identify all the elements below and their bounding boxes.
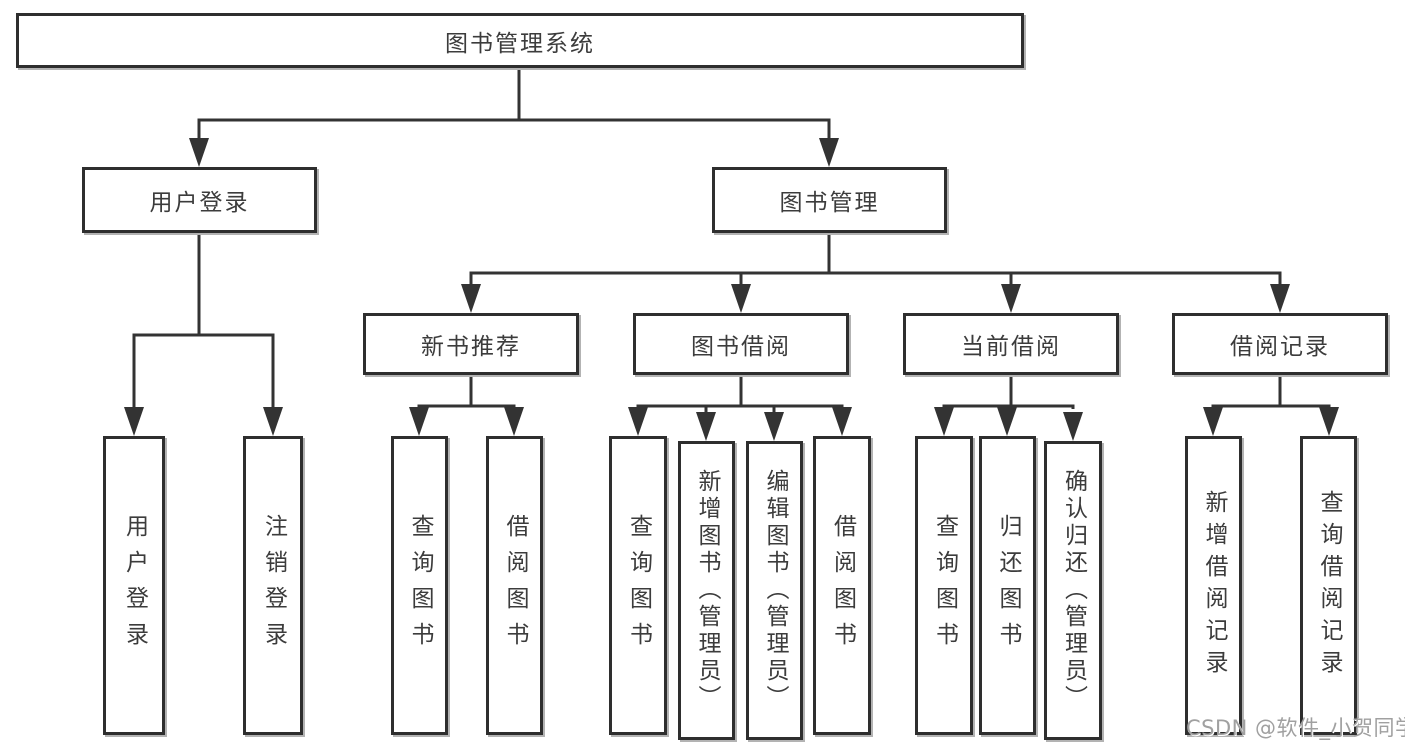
node-leaf-return-books: 归还图书 xyxy=(979,436,1036,735)
node-label: 用户登录 xyxy=(121,513,148,658)
arrow-down-icon xyxy=(696,412,716,441)
node-label: 查询图书 xyxy=(407,513,433,658)
node-library-system: 图书管理系统 xyxy=(16,13,1024,68)
connector-book-mgmt xyxy=(469,233,1282,285)
arrow-down-icon xyxy=(997,407,1017,436)
node-label: 用户登录 xyxy=(149,190,250,216)
connector-borrow xyxy=(636,375,844,413)
connector-new-rec xyxy=(417,375,516,409)
node-label: 确认归还（管理员） xyxy=(1060,469,1087,712)
arrow-down-icon xyxy=(1203,407,1223,436)
node-new-book-recommend: 新书推荐 xyxy=(363,313,579,375)
node-user-login-group: 用户登录 xyxy=(82,167,317,233)
arrow-down-icon xyxy=(504,407,524,436)
node-book-borrowing: 图书借阅 xyxy=(633,313,849,375)
node-leaf-add-borrow-record: 新增借阅记录 xyxy=(1185,436,1242,735)
node-leaf-query-books-borrowing: 查询图书 xyxy=(609,436,667,735)
arrow-down-icon xyxy=(461,284,481,313)
arrow-down-icon xyxy=(1319,407,1339,436)
node-current-borrowing: 当前借阅 xyxy=(903,313,1119,375)
node-leaf-add-books-admin: 新增图书（管理员） xyxy=(678,441,735,740)
arrow-down-icon xyxy=(1063,412,1083,441)
node-label: 图书管理系统 xyxy=(445,30,595,57)
connector-current xyxy=(942,375,1075,410)
arrow-down-icon xyxy=(409,407,429,436)
arrow-down-icon xyxy=(832,407,852,436)
node-label: 借阅记录 xyxy=(1230,334,1330,360)
arrow-down-icon xyxy=(263,407,283,436)
node-label: 归还图书 xyxy=(995,513,1021,658)
node-leaf-query-books-current: 查询图书 xyxy=(915,436,973,735)
node-label: 图书管理 xyxy=(779,190,880,216)
connector-user-login xyxy=(132,233,275,408)
node-label: 新书推荐 xyxy=(421,334,521,360)
arrow-down-icon xyxy=(731,284,751,313)
arrow-down-icon xyxy=(1270,284,1290,313)
csdn-watermark: CSDN @软件_小贺同学 xyxy=(1186,716,1405,740)
arrow-down-icon xyxy=(1001,284,1021,313)
node-label: 新增图书（管理员） xyxy=(694,469,720,712)
arrow-down-icon xyxy=(764,412,784,441)
arrow-down-icon xyxy=(819,138,839,167)
node-label: 查询借阅记录 xyxy=(1316,489,1342,682)
arrow-down-icon xyxy=(934,407,954,436)
arrow-down-icon xyxy=(189,138,209,167)
node-label: 查询图书 xyxy=(931,513,958,658)
node-leaf-query-books-newrec: 查询图书 xyxy=(391,436,448,735)
node-leaf-edit-books-admin: 编辑图书（管理员） xyxy=(746,441,803,740)
node-label: 图书借阅 xyxy=(691,334,791,360)
node-leaf-user-login: 用户登录 xyxy=(103,436,165,735)
node-borrow-records: 借阅记录 xyxy=(1172,313,1388,375)
node-label: 借阅图书 xyxy=(829,513,856,658)
arrow-down-icon xyxy=(124,407,144,436)
node-label: 注销登录 xyxy=(260,513,287,658)
node-label: 查询图书 xyxy=(625,513,652,658)
node-label: 借阅图书 xyxy=(502,513,528,658)
node-leaf-borrow-books-borrowing: 借阅图书 xyxy=(813,436,871,735)
node-leaf-query-borrow-record: 查询借阅记录 xyxy=(1300,436,1357,735)
node-leaf-borrow-books-newrec: 借阅图书 xyxy=(486,436,543,735)
node-leaf-confirm-return-admin: 确认归还（管理员） xyxy=(1044,441,1102,740)
connector-root xyxy=(197,68,831,139)
connector-records xyxy=(1211,375,1331,409)
node-label: 编辑图书（管理员） xyxy=(762,469,788,712)
node-book-management: 图书管理 xyxy=(712,167,947,233)
arrow-down-icon xyxy=(628,407,648,436)
node-label: 新增借阅记录 xyxy=(1201,489,1227,682)
node-leaf-logout: 注销登录 xyxy=(243,436,303,735)
node-label: 当前借阅 xyxy=(961,334,1061,360)
